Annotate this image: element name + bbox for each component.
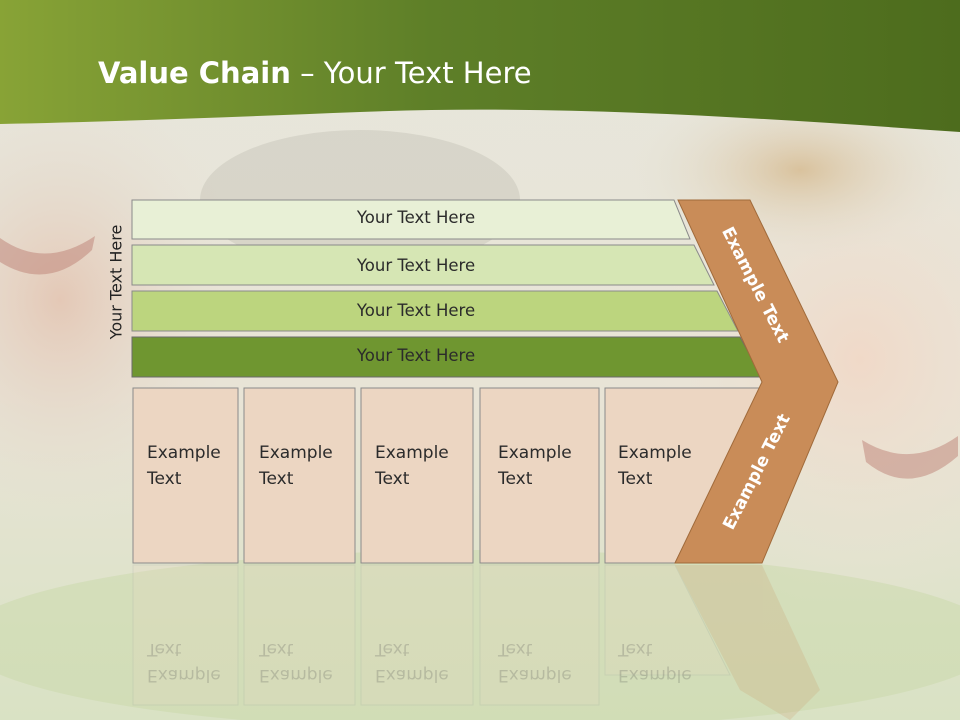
margin-chevron (674, 199, 839, 564)
title-bold: Value Chain (98, 56, 291, 90)
row-4-label: Your Text Here (356, 346, 476, 365)
row-1-bar (131, 199, 691, 240)
row-2-bar (131, 244, 715, 286)
column-1-box (132, 387, 239, 564)
row-1-label: Your Text Here (356, 208, 476, 227)
columns-reflection (132, 564, 820, 720)
row-3-label: Your Text Here (356, 301, 476, 320)
row-2-label: Your Text Here (356, 256, 476, 275)
column-2-box (243, 387, 356, 564)
column-4-box (479, 387, 600, 564)
column-3-box (360, 387, 474, 564)
title-rest: – Your Text Here (290, 56, 532, 90)
slide-title: Value Chain – Your Text Here (98, 53, 532, 93)
